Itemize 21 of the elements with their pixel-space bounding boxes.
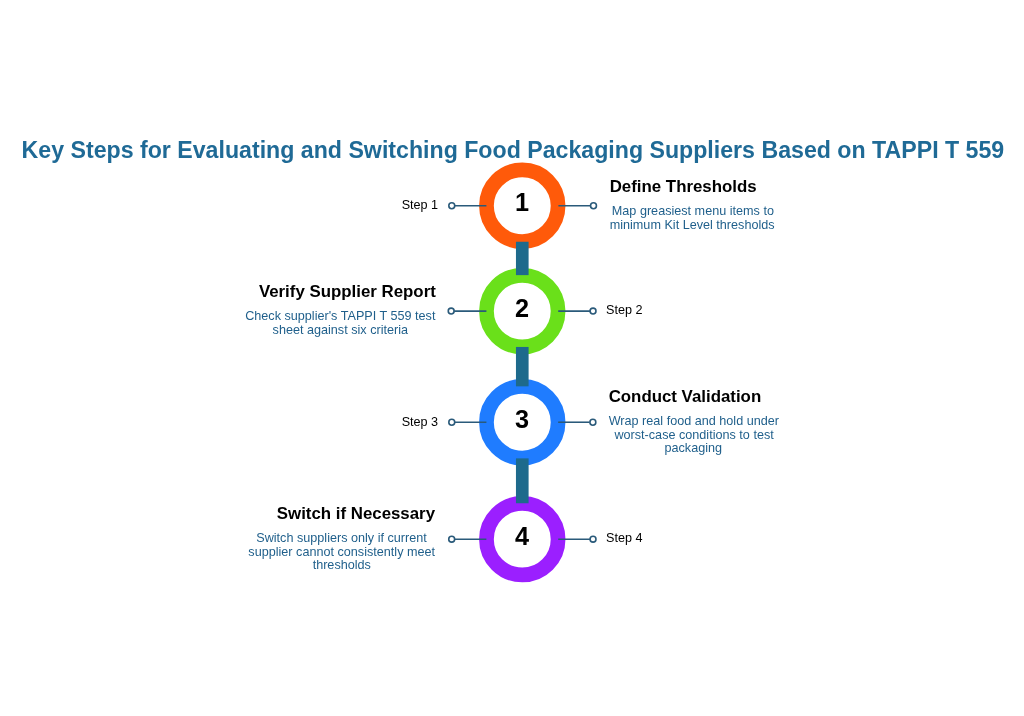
- node-circle: 4: [479, 495, 566, 582]
- node-circle: 2: [479, 267, 566, 354]
- node-text: Step 1: [401, 197, 439, 212]
- node-text: Step 2: [606, 302, 643, 317]
- connector: [557, 306, 597, 315]
- node-circle: 1: [479, 162, 566, 249]
- diagram-title: Key Steps for Evaluating and Switching Food Packaging Suppliers Based on TAPPI T 559: [21, 136, 1005, 163]
- node-text: Step 4: [606, 530, 643, 545]
- connector: [557, 201, 598, 209]
- connector: [448, 418, 488, 426]
- node-text: Conduct Validation Wrap real food and hold under worst-case conditions to test packaging: [608, 386, 779, 455]
- connector: [447, 306, 488, 315]
- node-text: Step 3: [401, 414, 439, 428]
- node-text: Define Thresholds Map greasiest menu items to minimum Kit Level thresholds: [609, 176, 775, 231]
- node-circle: 3: [479, 378, 566, 465]
- connector: [448, 201, 488, 209]
- node-text: Switch if Necessary Switch suppliers only if current supplier cannot consistently meet thresholds: [248, 503, 436, 572]
- node-text: Verify Supplier Report Check supplier's TAPPI T 559 test sheet against six criteria: [245, 281, 436, 337]
- connector: [447, 534, 488, 543]
- connector: [557, 534, 597, 543]
- connector: [557, 418, 597, 426]
